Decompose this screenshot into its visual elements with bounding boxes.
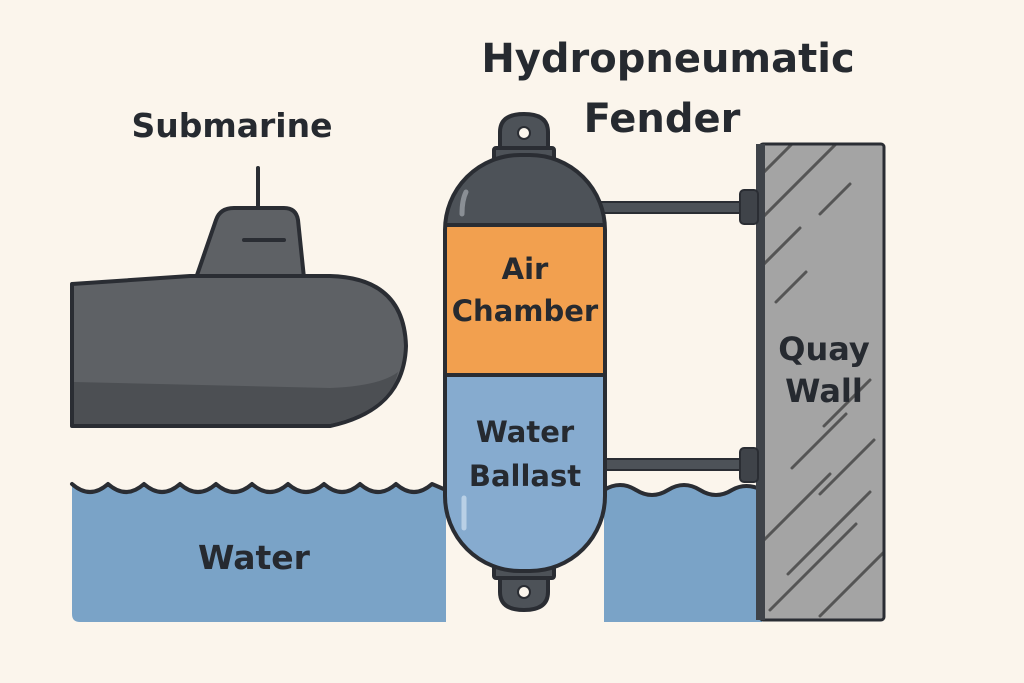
fender-top-cap: [445, 155, 605, 225]
water-waves-right: [602, 483, 764, 497]
quay-wall-label-2: Wall: [785, 372, 863, 410]
title-line-2: Fender: [584, 96, 741, 142]
air-chamber: [445, 225, 605, 375]
water-ballast: [445, 375, 605, 571]
fender-highlight: [459, 189, 469, 217]
water-body-right: [604, 485, 762, 622]
title-line-1: Hydropneumatic: [481, 36, 854, 82]
support-arms: [599, 189, 759, 483]
water-body: [72, 484, 446, 622]
air-chamber-label-2: Chamber: [452, 294, 599, 328]
quay-wall-face: [760, 144, 884, 620]
quay-wall-label-1: Quay: [778, 330, 870, 368]
submarine-conning-tower: [194, 206, 306, 280]
fender-outline: [443, 153, 607, 573]
water-ballast-label-2: Ballast: [469, 459, 581, 493]
water-waves: [70, 482, 448, 494]
air-chamber-label-1: Air: [502, 252, 549, 286]
quay-wall-edge: [756, 144, 765, 620]
quay-wall: [756, 142, 886, 622]
submarine-label: Submarine: [132, 106, 333, 145]
lower-support-arm: [599, 458, 751, 471]
water-label: Water: [198, 538, 311, 577]
water-ballast-label-1: Water: [476, 415, 575, 449]
upper-support-arm: [599, 201, 751, 214]
quay-wall-hatching: [760, 144, 884, 618]
lower-arm-bracket: [739, 447, 759, 483]
hydropneumatic-fender: [443, 112, 607, 612]
fender-top-lug-hole: [517, 126, 531, 140]
submarine-hull-shadow: [74, 372, 398, 424]
upper-arm-bracket: [739, 189, 759, 225]
fender-bottom-lug-hole: [517, 585, 531, 599]
submarine: [70, 166, 408, 428]
